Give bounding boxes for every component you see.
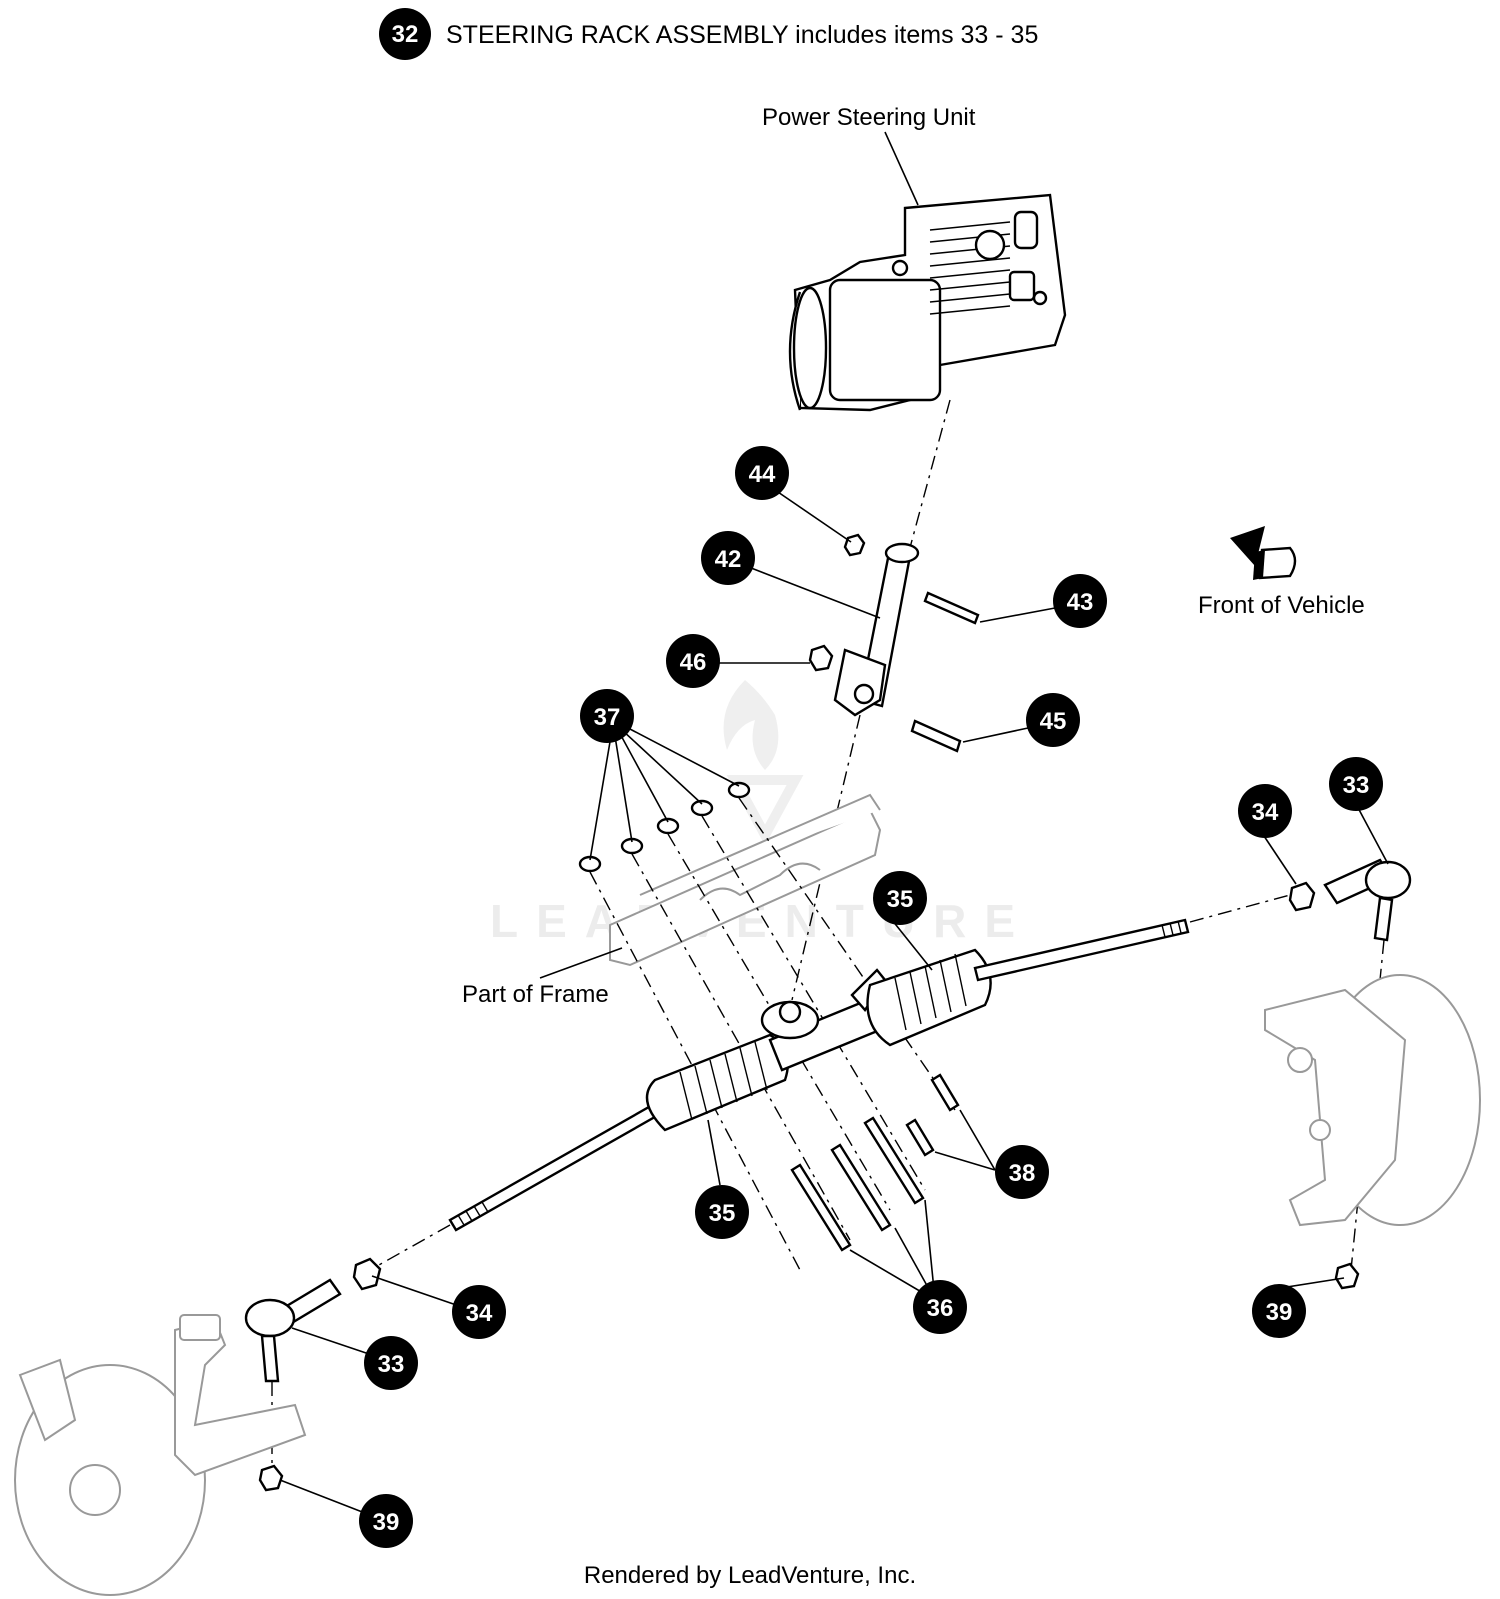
svg-text:35: 35: [709, 1200, 736, 1227]
front-of-vehicle-label: Front of Vehicle: [1198, 592, 1365, 619]
svg-text:34: 34: [466, 1300, 493, 1327]
bolts-36: [790, 1116, 925, 1252]
callout-43[interactable]: 43: [1053, 574, 1107, 628]
callout-34-left[interactable]: 34: [452, 1285, 506, 1339]
callout-33-left[interactable]: 33: [364, 1336, 418, 1390]
left-knuckle-ghost: [14, 1314, 307, 1596]
nut-46: [808, 644, 834, 672]
bolt-43: [923, 591, 980, 625]
power-steering-unit: [788, 193, 1067, 412]
tie-rod-end-left: [244, 1278, 342, 1383]
svg-text:36: 36: [927, 1295, 954, 1322]
callout-35-upper[interactable]: 35: [873, 871, 927, 925]
steering-rack: [448, 918, 1190, 1232]
callout-37[interactable]: 37: [580, 689, 634, 743]
svg-text:37: 37: [594, 704, 621, 731]
tie-rod-end-right: [1323, 858, 1412, 942]
svg-text:39: 39: [373, 1509, 400, 1536]
callout-44[interactable]: 44: [735, 446, 789, 500]
title-row: 32 STEERING RACK ASSEMBLY includes items…: [379, 8, 1038, 60]
callout-38[interactable]: 38: [995, 1145, 1049, 1199]
right-tierod-dashline: [1189, 894, 1291, 923]
svg-text:46: 46: [680, 649, 707, 676]
svg-text:33: 33: [378, 1351, 405, 1378]
svg-text:42: 42: [715, 546, 742, 573]
callout-leaders: [279, 489, 1389, 1516]
title-callout-number: 32: [392, 21, 419, 48]
bolt-38-a: [930, 1073, 960, 1112]
svg-text:39: 39: [1266, 1299, 1293, 1326]
svg-text:44: 44: [749, 461, 776, 488]
steering-shaft: [833, 542, 920, 717]
footer-credit: Rendered by LeadVenture, Inc.: [584, 1562, 916, 1589]
left-tierod-dashline: [369, 1224, 451, 1271]
callout-45[interactable]: 45: [1026, 693, 1080, 747]
callout-46[interactable]: 46: [666, 634, 720, 688]
right-knuckle-ghost: [1264, 974, 1481, 1227]
svg-text:35: 35: [887, 886, 914, 913]
title-callout-badge: [379, 8, 431, 60]
bolt-45: [910, 719, 962, 753]
front-direction-arrow-icon: [1230, 526, 1297, 580]
callout-35-lower[interactable]: 35: [695, 1185, 749, 1239]
nut-39-right: [1334, 1262, 1360, 1290]
svg-text:34: 34: [1252, 799, 1279, 826]
page-title: STEERING RACK ASSEMBLY includes items 33…: [446, 21, 1038, 49]
svg-text:45: 45: [1040, 708, 1067, 735]
callout-34-right[interactable]: 34: [1238, 784, 1292, 838]
nuts-37: [578, 781, 751, 873]
bolt-38-b: [905, 1118, 935, 1157]
part-of-frame-leader: [539, 947, 623, 979]
unit-to-shaft-dashline: [907, 399, 951, 556]
callout-33-right[interactable]: 33: [1329, 757, 1383, 811]
nut-34-left: [352, 1257, 382, 1291]
svg-text:33: 33: [1343, 772, 1370, 799]
callout-36[interactable]: 36: [913, 1280, 967, 1334]
callout-39-right[interactable]: 39: [1252, 1284, 1306, 1338]
nut-34-right: [1288, 881, 1316, 912]
power-steering-unit-leader: [884, 131, 919, 206]
callout-42[interactable]: 42: [701, 531, 755, 585]
nut-44: [843, 533, 866, 557]
power-steering-unit-label: Power Steering Unit: [762, 104, 976, 131]
part-of-frame-label: Part of Frame: [462, 981, 609, 1008]
svg-text:38: 38: [1009, 1160, 1036, 1187]
nut-39-left: [258, 1464, 284, 1492]
svg-text:43: 43: [1067, 589, 1094, 616]
callout-39-left[interactable]: 39: [359, 1494, 413, 1548]
